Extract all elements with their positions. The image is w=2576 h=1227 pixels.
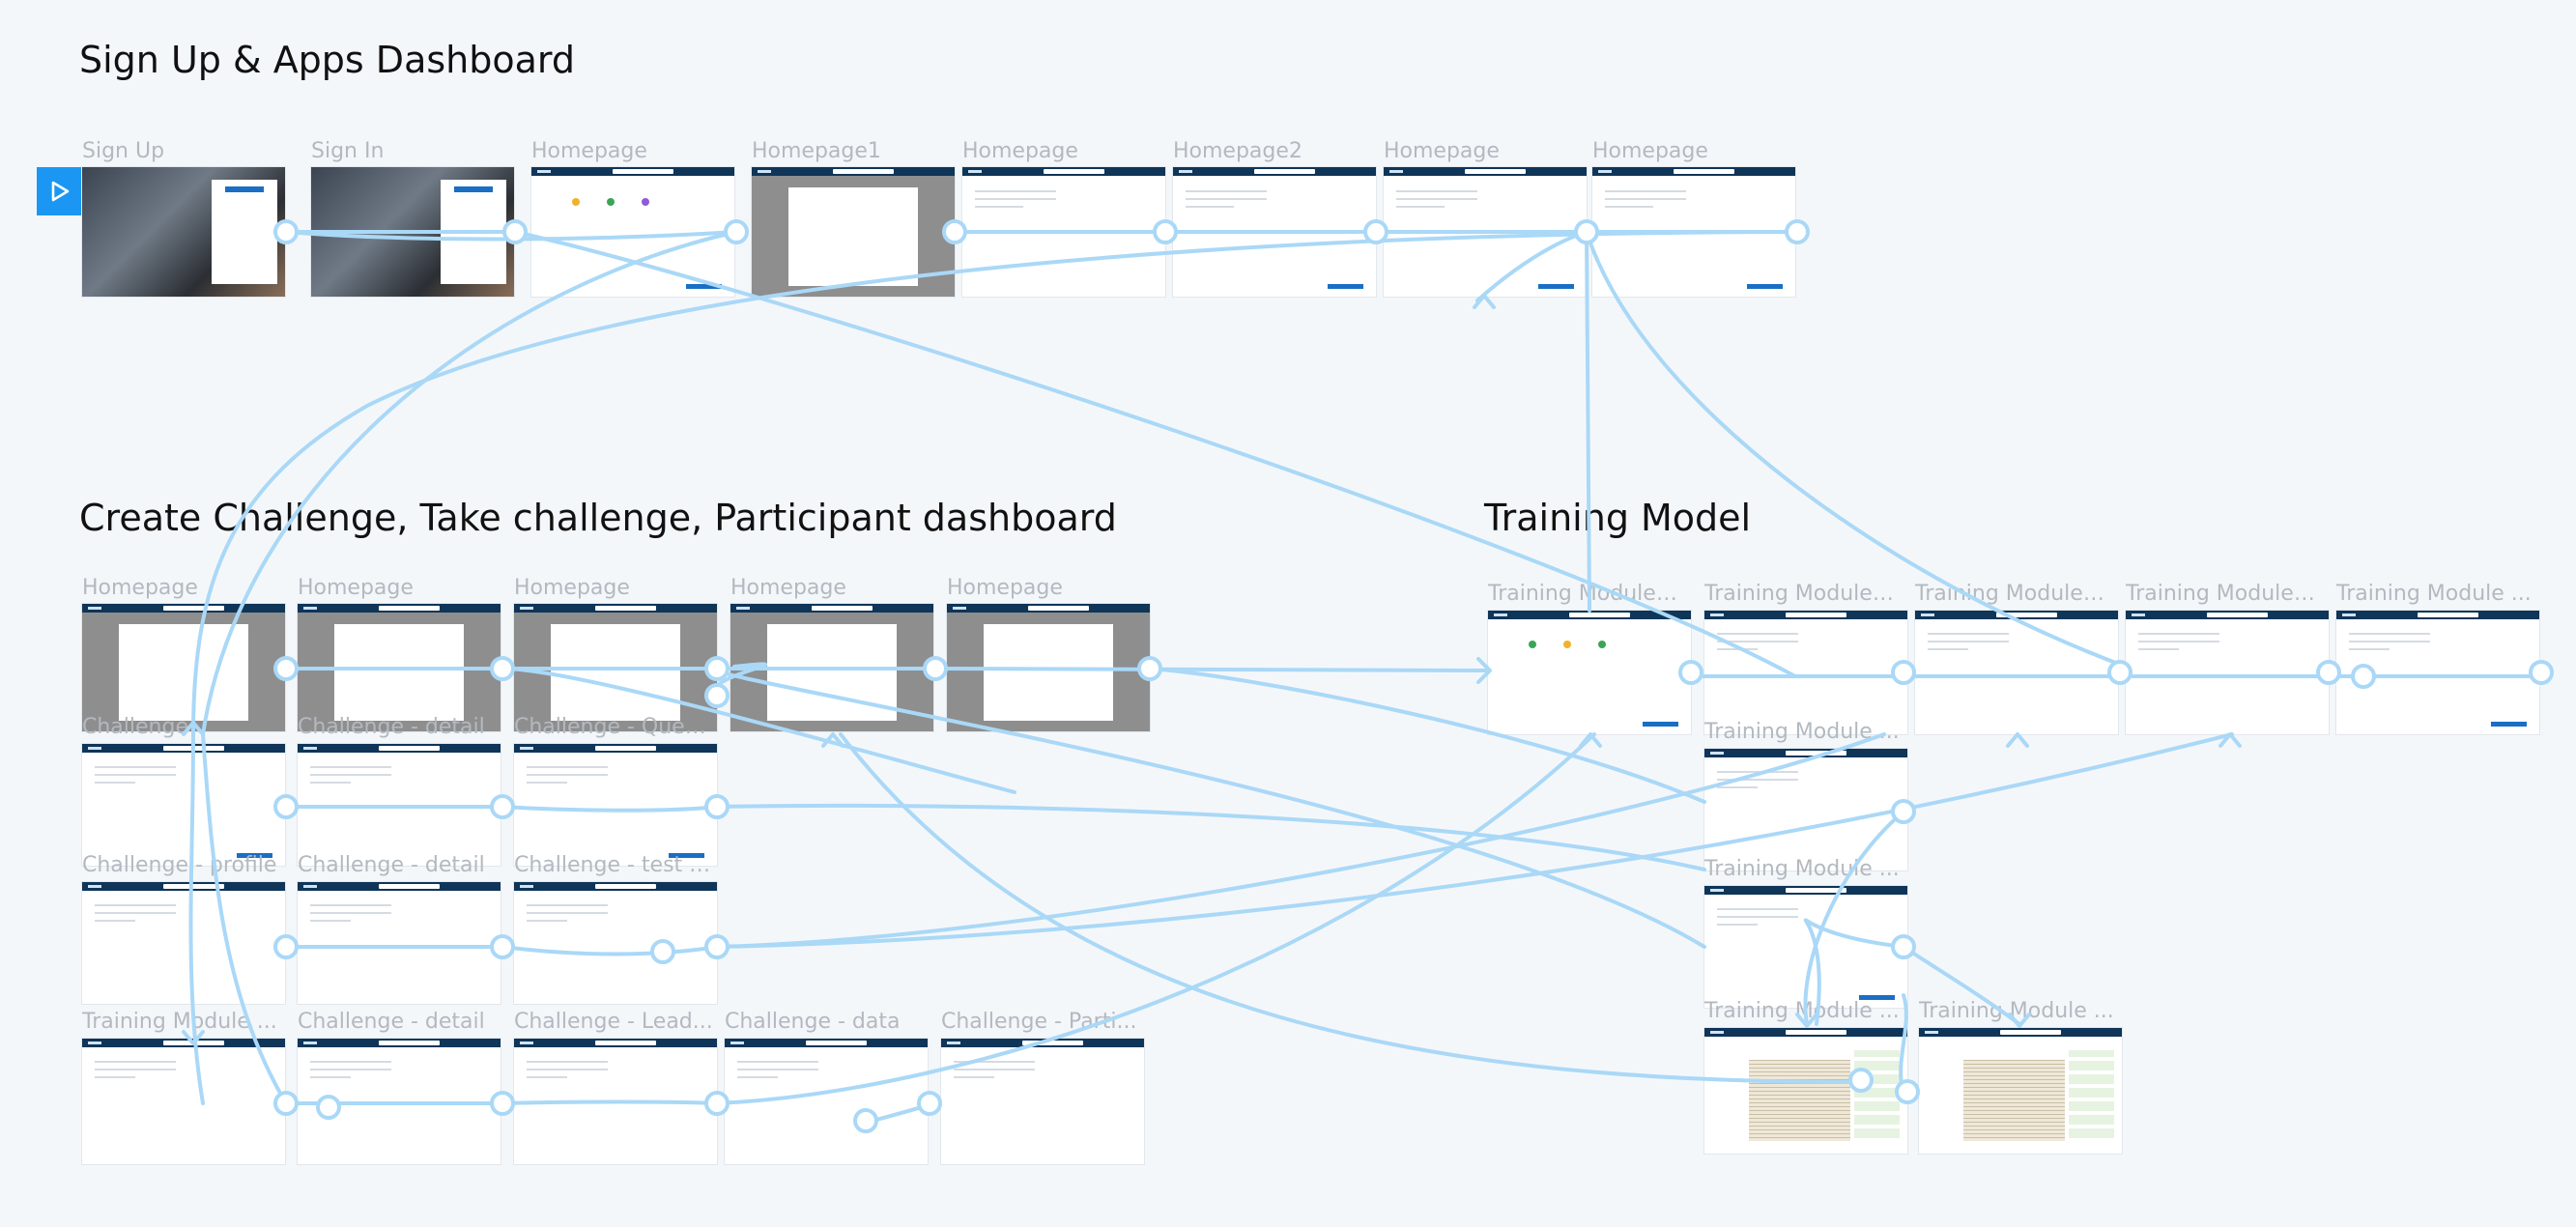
connector — [1803, 810, 1905, 1026]
frame-thumbnail-challenge-questions[interactable] — [514, 744, 717, 866]
frame-thumbnail-homepage[interactable] — [531, 167, 734, 297]
section-title-training: Training Model — [1484, 497, 1752, 539]
connector-node — [1153, 219, 1178, 244]
connector — [188, 732, 205, 1105]
connector-node — [1137, 656, 1162, 681]
play-icon — [51, 181, 70, 202]
connector — [1474, 230, 1589, 303]
connector-node — [1785, 219, 1810, 244]
frame-thumbnail-challenge-profile[interactable] — [82, 882, 285, 1004]
connector-node — [1891, 660, 1916, 685]
connector-node — [490, 934, 515, 959]
connector-node — [2107, 660, 2132, 685]
connector-node — [490, 656, 515, 681]
frame-thumbnail-training-module[interactable] — [1488, 611, 1691, 734]
connector-node — [273, 934, 299, 959]
connector — [501, 805, 719, 813]
connector-arrowhead — [2008, 1013, 2031, 1028]
connector — [191, 230, 1799, 736]
connector-arrowhead — [182, 721, 205, 736]
prototype-start-button[interactable] — [37, 167, 83, 215]
connector — [1148, 667, 1706, 804]
connector — [1803, 918, 1905, 1026]
connector-node — [1891, 799, 1916, 824]
connector-arrowhead — [2218, 732, 2242, 748]
frame-thumbnail-homepage[interactable] — [82, 604, 285, 731]
connector-node — [1574, 219, 1599, 244]
connector-node — [1895, 1079, 1920, 1104]
section-title-signup: Sign Up & Apps Dashboard — [79, 39, 575, 81]
connector-arrowhead — [182, 1030, 205, 1045]
connector — [715, 732, 1596, 1105]
connector-arrowhead — [1795, 1013, 1818, 1028]
frame-thumbnail-sign-up[interactable] — [82, 167, 285, 297]
connector-node — [2529, 660, 2554, 685]
frame-thumbnail-challenge-detail[interactable] — [298, 882, 501, 1004]
connector-node — [2351, 664, 2376, 689]
connector-node — [1891, 934, 1916, 959]
connector — [284, 667, 1490, 672]
connector-node — [704, 794, 730, 819]
connector-node — [853, 1108, 878, 1133]
frame-thumbnail-training-module[interactable] — [1704, 749, 1907, 870]
connector-node — [1848, 1068, 1874, 1093]
frame-thumbnail-challenge-test-results[interactable] — [514, 882, 717, 1004]
connector — [715, 732, 1886, 949]
connector-node — [942, 219, 967, 244]
connector-node — [704, 656, 730, 681]
connector-node — [490, 1091, 515, 1116]
frame-thumbnail-training-module[interactable] — [1704, 1028, 1907, 1154]
connector-node — [704, 683, 730, 708]
connector-node — [502, 219, 528, 244]
connector — [513, 230, 1797, 678]
connector — [715, 803, 1706, 871]
frame-thumbnail-training-module[interactable] — [1919, 1028, 2122, 1154]
connector-node — [1678, 660, 1703, 685]
connector — [201, 230, 738, 736]
connector-arrowhead — [2006, 732, 2029, 748]
frame-thumbnail-homepage1[interactable] — [752, 167, 955, 297]
connector-node — [2316, 660, 2341, 685]
connector — [713, 667, 1706, 949]
connector — [501, 667, 1016, 794]
connector — [501, 945, 719, 956]
connector-node — [273, 1091, 299, 1116]
connector — [1899, 993, 1908, 1094]
connector-arrowhead — [1473, 294, 1496, 309]
connector-node — [273, 656, 299, 681]
connector — [1902, 945, 2021, 1026]
connector-arrowhead — [1476, 657, 1492, 684]
connector-arrowhead — [1579, 732, 1602, 748]
connector-node — [923, 656, 948, 681]
connector-node — [1363, 219, 1388, 244]
connector-node — [724, 219, 749, 244]
connector-arrowhead — [821, 732, 844, 748]
connector — [284, 230, 738, 242]
connector-node — [273, 794, 299, 819]
connector-node — [316, 1095, 341, 1120]
connector-node — [917, 1091, 942, 1116]
connector-node — [650, 939, 675, 964]
frame-thumbnail-training-module[interactable] — [2126, 611, 2329, 734]
frame-thumbnail-training-module[interactable] — [1915, 611, 2118, 734]
connector — [1585, 230, 2128, 669]
frame-thumbnail-training-module[interactable] — [1704, 611, 1907, 734]
connector — [715, 732, 2234, 949]
connector-node — [704, 1091, 730, 1116]
frame-thumbnail-challenge[interactable] — [82, 744, 285, 866]
connector-node — [490, 794, 515, 819]
connector — [839, 732, 1857, 1084]
connector-node — [704, 934, 730, 959]
frame-thumbnail-training-module[interactable] — [82, 1039, 285, 1164]
connector — [501, 1099, 719, 1105]
connector-node — [273, 219, 299, 244]
connector — [1585, 230, 1591, 613]
connector — [201, 732, 288, 1105]
